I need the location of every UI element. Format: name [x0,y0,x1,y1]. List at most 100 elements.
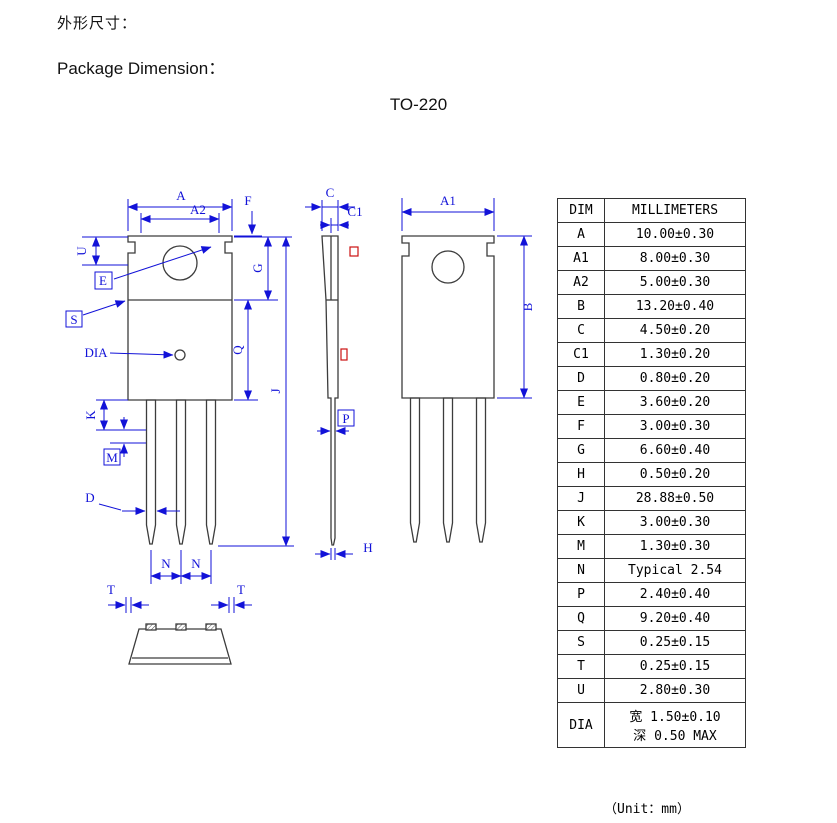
dim-cell: J [557,486,605,511]
mm-cell: 0.50±0.20 [604,462,746,487]
front-view-outline [127,235,233,545]
dim-label-a: A [176,188,186,203]
mm-cell: 3.00±0.30 [604,510,746,535]
mm-cell: Typical 2.54 [604,558,746,583]
dimension-labels: A A2 F C C1 A1 U E G S DIA Q J B K M D N… [70,185,535,597]
dim-cell: A [557,222,605,247]
front-body-outline [127,235,233,401]
dim-cell: C1 [557,342,605,367]
heading-chinese: 外形尺寸： [57,15,138,32]
mm-cell: 13.20±0.40 [604,294,746,319]
small-hole [174,349,186,361]
dim-label-t1: T [107,582,115,597]
dim-cell: T [557,654,605,679]
col-header-millimeters: MILLIMETERS [604,198,746,223]
mm-cell: 2.40±0.40 [604,582,746,607]
bottom-lead-section-1 [145,623,157,631]
side-view-outline [321,235,339,546]
dim-cell: H [557,462,605,487]
mm-cell: 4.50±0.20 [604,318,746,343]
dim-cell: G [557,438,605,463]
dim-cell: N [557,558,605,583]
bottom-view-outline [128,623,232,665]
dimension-lines [65,198,532,613]
dia-depth-value: 深 0.50 MAX [633,729,717,744]
dim-cell: P [557,582,605,607]
dia-width-value: 宽 1.50±0.10 [629,710,721,725]
red-mark-middle [340,348,348,361]
mm-cell: 宽 1.50±0.10 深 0.50 MAX [604,702,746,748]
dim-label-a2: A2 [190,202,206,217]
dim-label-dia: DIA [84,345,108,360]
heading-english: Package Dimension： [57,59,226,78]
mm-cell: 3.00±0.30 [604,414,746,439]
dim-cell: B [557,294,605,319]
front-lead-3 [205,399,217,545]
mm-cell: 8.00±0.30 [604,246,746,271]
mounting-hole [162,245,198,281]
dim-cell: E [557,390,605,415]
mm-cell: 10.00±0.30 [604,222,746,247]
mm-cell: 28.88±0.50 [604,486,746,511]
dim-cell: F [557,414,605,439]
bottom-lead-section-3 [205,623,217,631]
dim-label-t2: T [237,582,245,597]
mm-cell: 0.25±0.15 [604,654,746,679]
dim-label-e: E [99,273,107,288]
dim-label-q: Q [230,345,245,355]
dim-cell: A1 [557,246,605,271]
mm-cell: 6.60±0.40 [604,438,746,463]
dim-label-a1: A1 [440,193,456,208]
dim-label-b: B [520,302,535,311]
front-lead-1 [145,399,157,545]
mm-cell: 9.20±0.40 [604,606,746,631]
front-lead-2 [175,399,187,545]
dim-label-u: U [74,246,89,256]
dim-cell: S [557,630,605,655]
side-profile [321,235,339,546]
dim-cell: C [557,318,605,343]
dim-cell: A2 [557,270,605,295]
table-header-row: DIM MILLIMETERS [557,198,746,223]
mm-cell: 2.80±0.30 [604,678,746,703]
dim-cell: D [557,366,605,391]
bottom-lead-section-2 [175,623,187,631]
dim-label-m: M [106,450,118,465]
mm-cell: 0.25±0.15 [604,630,746,655]
back-lead-3 [475,397,487,543]
dim-label-h: H [363,540,372,555]
dim-label-s: S [70,312,77,327]
dim-label-j: J [268,388,283,393]
mm-cell: 3.60±0.20 [604,390,746,415]
back-body-outline [401,235,495,399]
dim-label-d: D [85,490,94,505]
dim-label-n2: N [191,556,201,571]
col-header-dim: DIM [557,198,605,223]
back-view-outline [401,235,495,543]
back-mounting-hole [431,250,465,284]
back-lead-1 [409,397,421,543]
unit-note: （Unit：mm） [604,802,690,817]
red-annotation-marks [340,246,359,361]
back-lead-2 [442,397,454,543]
dim-cell: Q [557,606,605,631]
dim-label-f: F [244,193,251,208]
